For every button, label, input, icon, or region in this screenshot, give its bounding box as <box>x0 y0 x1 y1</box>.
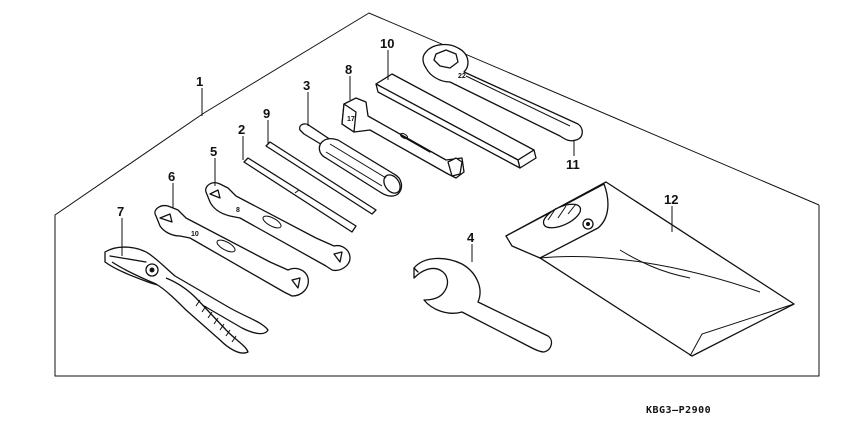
screwdriver-handle-part-3 <box>299 123 403 197</box>
wrench-5-size-stamp: 8 <box>236 207 240 214</box>
callout-8: 8 <box>345 62 352 77</box>
tool-bag-part-12 <box>505 181 795 357</box>
drawing-code: KBG3–P2900 <box>646 405 711 416</box>
socket-8-size-stamp: 17 <box>347 116 355 123</box>
screwdriver-shaft-part-9 <box>265 141 377 215</box>
socket-wrench-part-8: 17 <box>341 97 465 179</box>
callout-4: 4 <box>467 230 475 245</box>
callout-12: 12 <box>664 192 678 207</box>
callout-9: 9 <box>263 106 270 121</box>
callout-3: 3 <box>303 78 310 93</box>
flat-bar-part-10 <box>375 73 537 169</box>
callout-2: 2 <box>238 122 245 137</box>
wrench-part-6: 10 <box>154 204 309 297</box>
wrench-part-5: 8 <box>205 182 351 272</box>
callout-labels: 1 2 3 4 5 6 7 8 9 10 11 12 <box>117 36 678 245</box>
wrench-6-size-stamp: 10 <box>191 231 199 238</box>
box-wrench-11-size-stamp: 22 <box>458 73 466 80</box>
hook-spanner-part-4 <box>413 257 553 353</box>
callout-5: 5 <box>210 144 217 159</box>
pliers-grip-texture <box>195 299 237 343</box>
callout-7: 7 <box>117 204 124 219</box>
callout-1: 1 <box>196 74 203 89</box>
callout-leaders <box>121 50 673 262</box>
screwdriver-blade-part-2 <box>243 157 357 233</box>
box-wrench-part-11: 22 <box>422 43 583 142</box>
callout-6: 6 <box>168 169 175 184</box>
diagram-frame <box>54 12 820 377</box>
pliers-part-7 <box>104 246 269 354</box>
callout-10: 10 <box>380 36 394 51</box>
callout-11: 11 <box>566 157 580 172</box>
